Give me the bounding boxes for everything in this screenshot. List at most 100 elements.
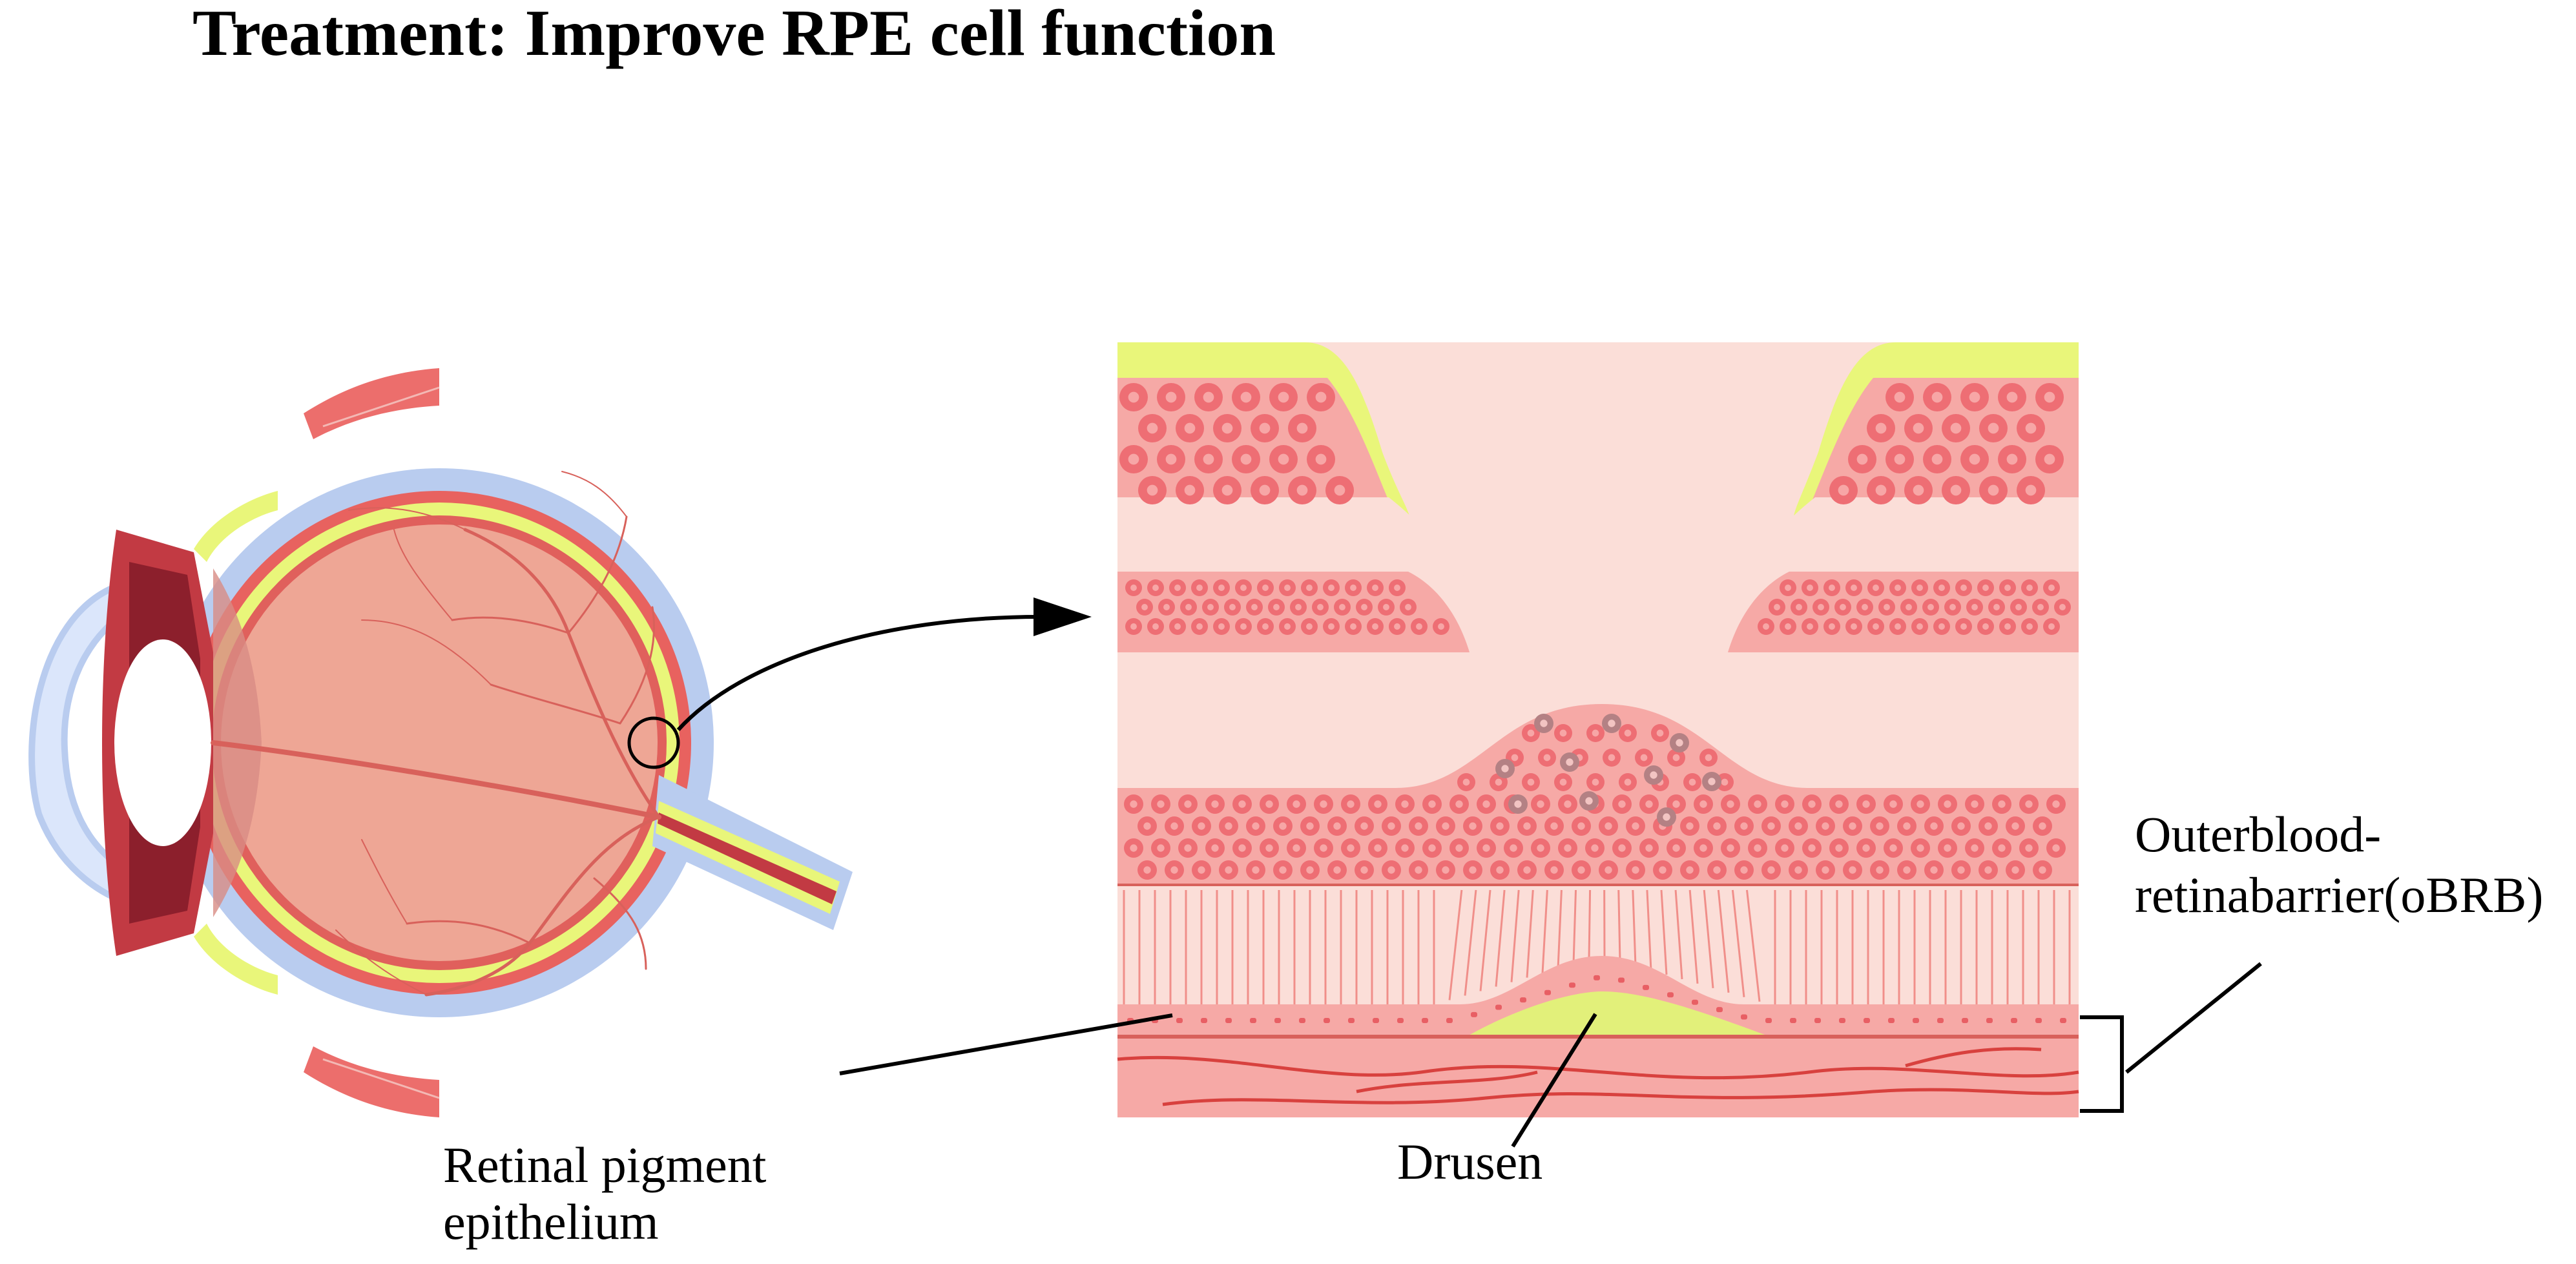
cell-nucleus — [1295, 604, 1302, 610]
cell-nucleus — [1143, 866, 1151, 874]
retinal-vessels — [211, 471, 661, 997]
cell-nucleus — [1740, 822, 1748, 830]
photoreceptor — [1688, 889, 1699, 984]
cell-nucleus — [2011, 866, 2019, 874]
cell-nucleus — [1203, 453, 1214, 465]
rpe-cell — [1201, 1018, 1207, 1023]
cell-nucleus — [1650, 771, 1657, 779]
cell-nucleus — [1840, 604, 1846, 610]
cell-nucleus — [1903, 822, 1911, 830]
cell-nucleus — [1632, 822, 1639, 830]
optic-nerve — [652, 775, 853, 930]
cell-nucleus — [1293, 844, 1300, 852]
cell-nucleus — [1251, 604, 1258, 610]
cell-nucleus — [1262, 585, 1269, 591]
cell-nucleus — [1238, 800, 1246, 808]
cell-nucleus — [1265, 844, 1273, 852]
cell-nucleus — [1829, 585, 1835, 591]
rpe-cell — [1373, 1018, 1379, 1023]
cell-nucleus — [1184, 422, 1196, 434]
cell-nucleus — [1482, 844, 1490, 852]
cell-nucleus — [1605, 866, 1612, 874]
rpe-cell — [1422, 1018, 1428, 1023]
cell-nucleus — [1849, 866, 1856, 874]
cell-nucleus — [1672, 800, 1680, 808]
cell-nucleus — [1372, 585, 1378, 591]
cell-nucleus — [2004, 623, 2011, 630]
cell-nucleus — [1605, 822, 1612, 830]
cell-nucleus — [1225, 822, 1232, 830]
rpe-cell — [1324, 1018, 1330, 1023]
cell-nucleus — [1944, 844, 1951, 852]
cell-nucleus — [1279, 866, 1287, 874]
cell-nucleus — [1218, 623, 1225, 630]
cell-nucleus — [1360, 866, 1368, 874]
cell-nucleus — [1862, 604, 1868, 610]
cell-nucleus — [1559, 729, 1567, 737]
cell-nucleus — [1927, 604, 1934, 610]
cell-nucleus — [1293, 800, 1300, 808]
eye-illustration — [28, 368, 853, 1117]
cell-nucleus — [1469, 822, 1477, 830]
rpe-cell — [1937, 1018, 1944, 1023]
cell-nucleus — [1415, 866, 1422, 874]
drusen-deposit — [1466, 991, 1770, 1037]
cell-nucleus — [1252, 822, 1260, 830]
rpe-cell — [1471, 1011, 1477, 1017]
cell-nucleus — [1543, 754, 1551, 762]
cell-nucleus — [1916, 585, 1923, 591]
photoreceptor — [1632, 889, 1637, 966]
rpe-cell — [1225, 1018, 1232, 1023]
cell-nucleus — [1774, 604, 1780, 610]
cell-nucleus — [1566, 758, 1574, 766]
cell-nucleus — [1624, 778, 1632, 786]
cell-nucleus — [2025, 844, 2033, 852]
cell-nucleus — [1328, 585, 1335, 591]
cell-nucleus — [1157, 844, 1165, 852]
cell-nucleus — [1401, 844, 1409, 852]
cell-nucleus — [1889, 800, 1897, 808]
cell-nucleus — [1862, 800, 1870, 808]
cell-nucleus — [1296, 422, 1308, 434]
rpe-cell — [1446, 1018, 1453, 1023]
photoreceptor — [1541, 889, 1548, 973]
cell-nucleus — [1585, 797, 1593, 805]
cell-nucleus — [1211, 844, 1219, 852]
cell-nucleus — [1564, 800, 1572, 808]
cell-nucleus — [1401, 800, 1409, 808]
retina-front-bottom — [194, 924, 278, 995]
cell-nucleus — [1278, 391, 1289, 403]
photoreceptor — [1660, 889, 1668, 975]
cell-nucleus — [1143, 822, 1151, 830]
cell-nucleus — [1727, 844, 1734, 852]
cell-nucleus — [1240, 585, 1247, 591]
cell-nucleus — [1128, 391, 1139, 403]
cell-nucleus — [1930, 866, 1938, 874]
cell-nucleus — [1152, 585, 1159, 591]
cell-nucleus — [1196, 623, 1203, 630]
rpe-cell — [1569, 982, 1575, 988]
cell-nucleus — [1916, 800, 1924, 808]
cell-nucleus — [1207, 604, 1214, 610]
cell-nucleus — [1960, 623, 1967, 630]
cell-nucleus — [2052, 800, 2060, 808]
cell-nucleus — [1537, 844, 1544, 852]
cell-nucleus — [1998, 844, 2006, 852]
cell-nucleus — [1984, 866, 1992, 874]
cell-nucleus — [1306, 585, 1313, 591]
cell-nucleus — [1537, 800, 1544, 808]
lens — [114, 639, 211, 846]
cell-nucleus — [1273, 604, 1280, 610]
cell-nucleus — [1387, 866, 1395, 874]
cell-nucleus — [1510, 844, 1517, 852]
cell-nucleus — [1339, 604, 1345, 610]
rpe-cell — [1986, 1018, 1993, 1023]
cell-nucleus — [1950, 484, 1962, 496]
cell-nucleus — [1895, 585, 1901, 591]
cell-nucleus — [1128, 453, 1139, 465]
cell-nucleus — [1495, 778, 1502, 786]
cell-nucleus — [1163, 604, 1170, 610]
cell-nucleus — [2025, 484, 2037, 496]
cell-nucleus — [1913, 422, 1924, 434]
cell-nucleus — [1221, 422, 1233, 434]
